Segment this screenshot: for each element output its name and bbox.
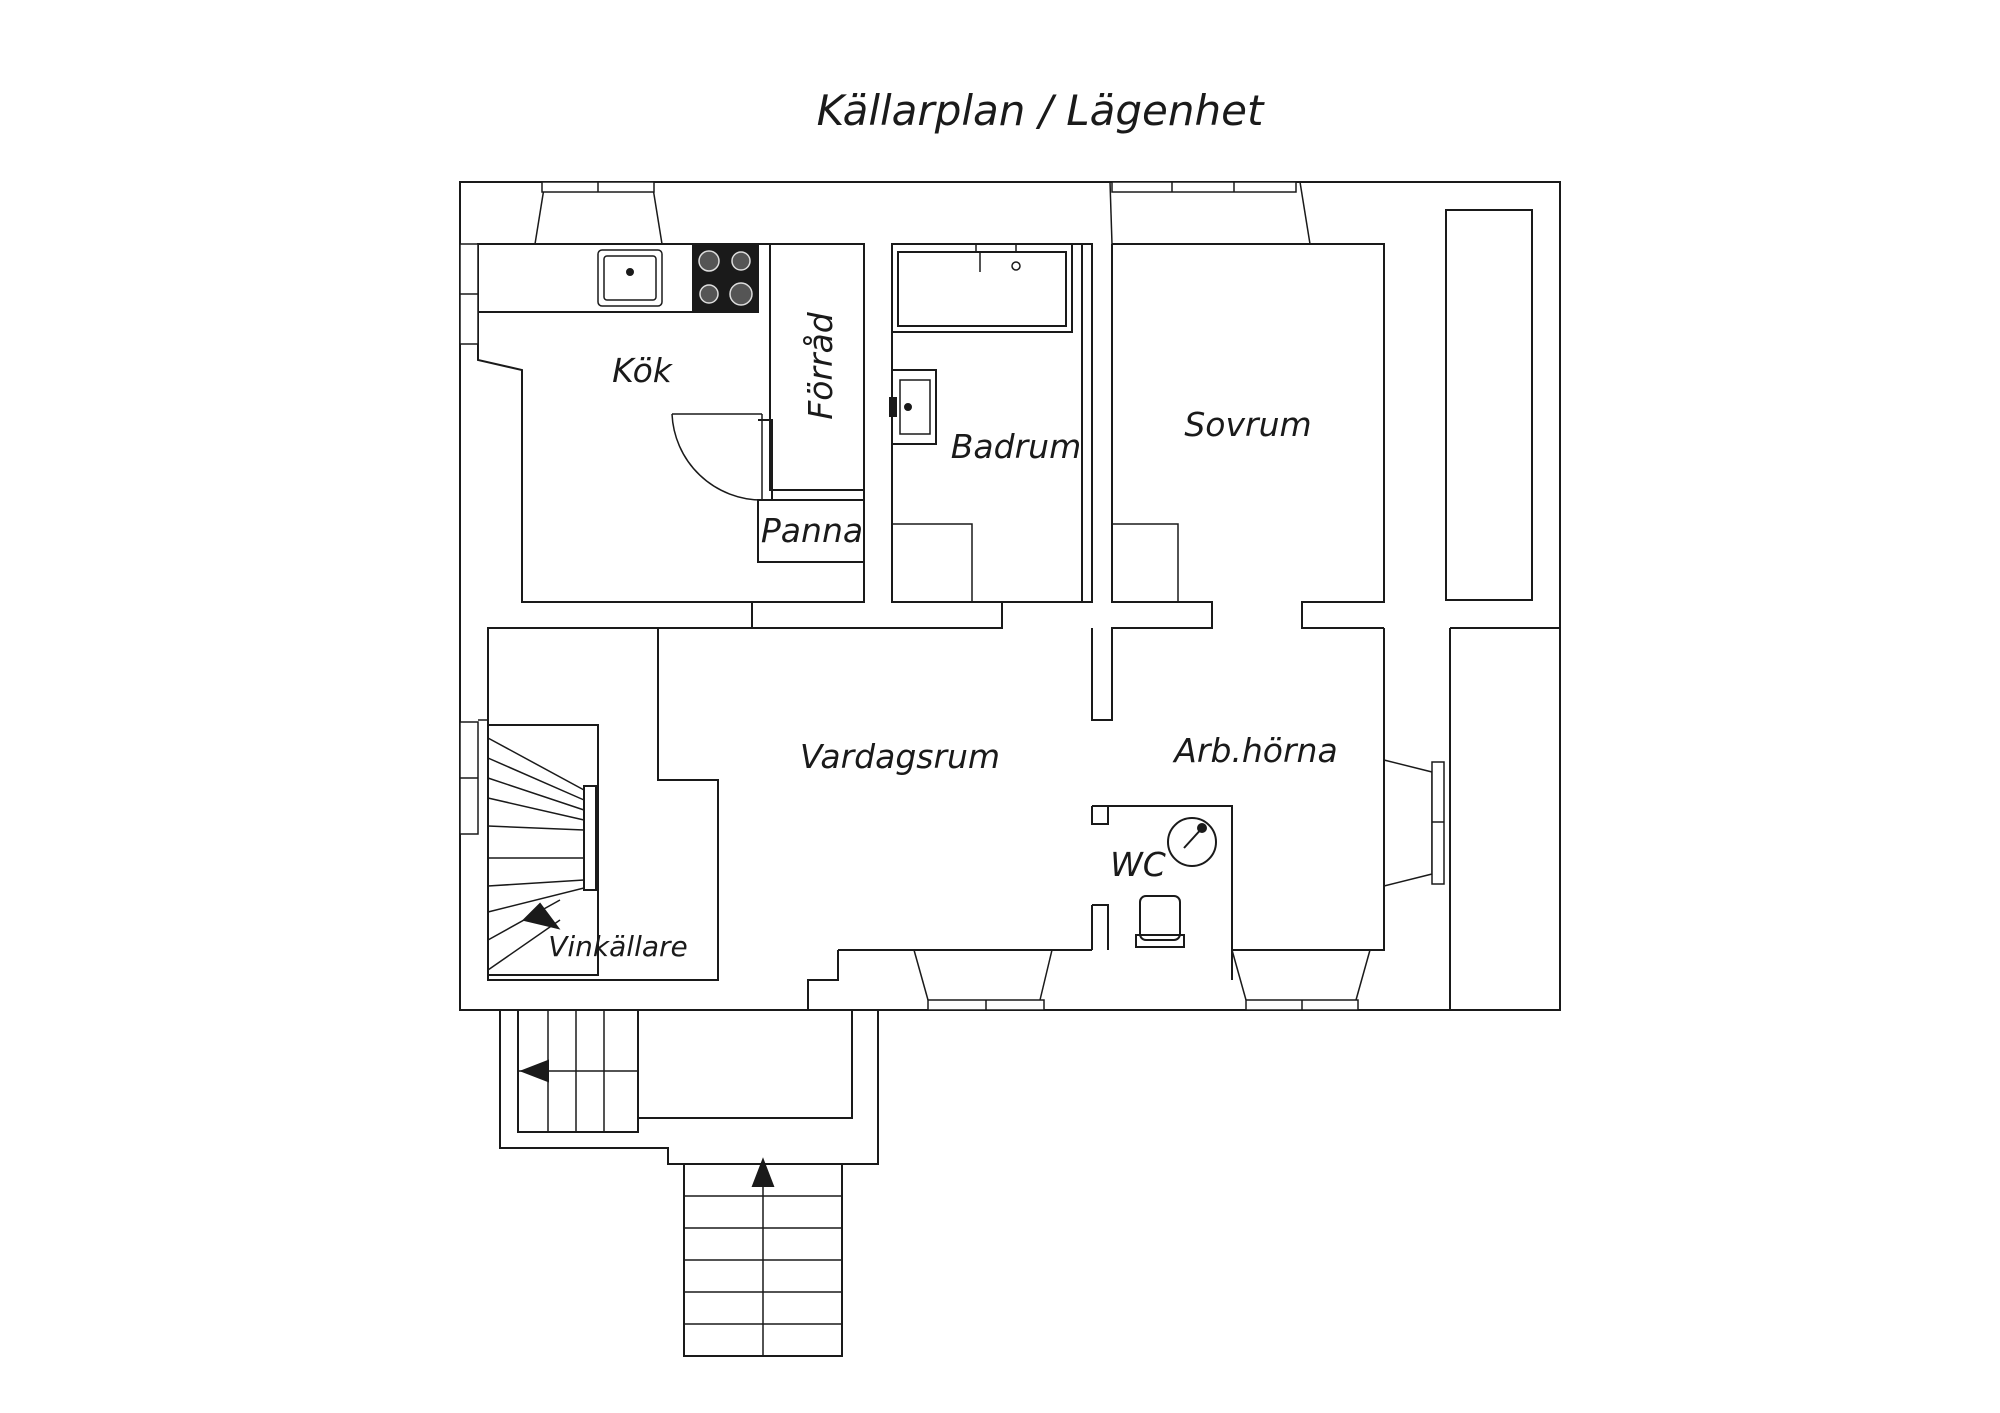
room-labels: Kök Förråd Panna Badrum Sovrum Vardagsru… bbox=[548, 311, 1337, 963]
label-wine-cellar: Vinkällare bbox=[548, 930, 688, 963]
plan-title: Källarplan / Lägenhet bbox=[817, 86, 1265, 135]
entry-stair bbox=[499, 1009, 879, 1357]
bathtub bbox=[891, 243, 1073, 333]
kitchen-door bbox=[671, 413, 763, 501]
label-work-corner: Arb.hörna bbox=[1172, 731, 1337, 770]
label-storage: Förråd bbox=[801, 311, 840, 420]
label-living-room: Vardagsrum bbox=[800, 737, 1000, 776]
spiral-stair bbox=[487, 724, 599, 976]
windows bbox=[459, 181, 1445, 1011]
bathroom-shower bbox=[892, 523, 973, 602]
label-bathroom: Badrum bbox=[951, 427, 1081, 466]
label-wc: WC bbox=[1110, 845, 1166, 884]
label-boiler: Panna bbox=[761, 511, 863, 550]
label-bedroom: Sovrum bbox=[1184, 405, 1311, 444]
outer-wall bbox=[459, 181, 1561, 1011]
storage-closet bbox=[757, 243, 865, 563]
bedroom-closet bbox=[1112, 523, 1179, 602]
bathroom-sink bbox=[889, 369, 937, 445]
label-kitchen: Kök bbox=[612, 351, 674, 390]
wc-room bbox=[1091, 805, 1233, 950]
kitchen-counter bbox=[477, 243, 759, 313]
